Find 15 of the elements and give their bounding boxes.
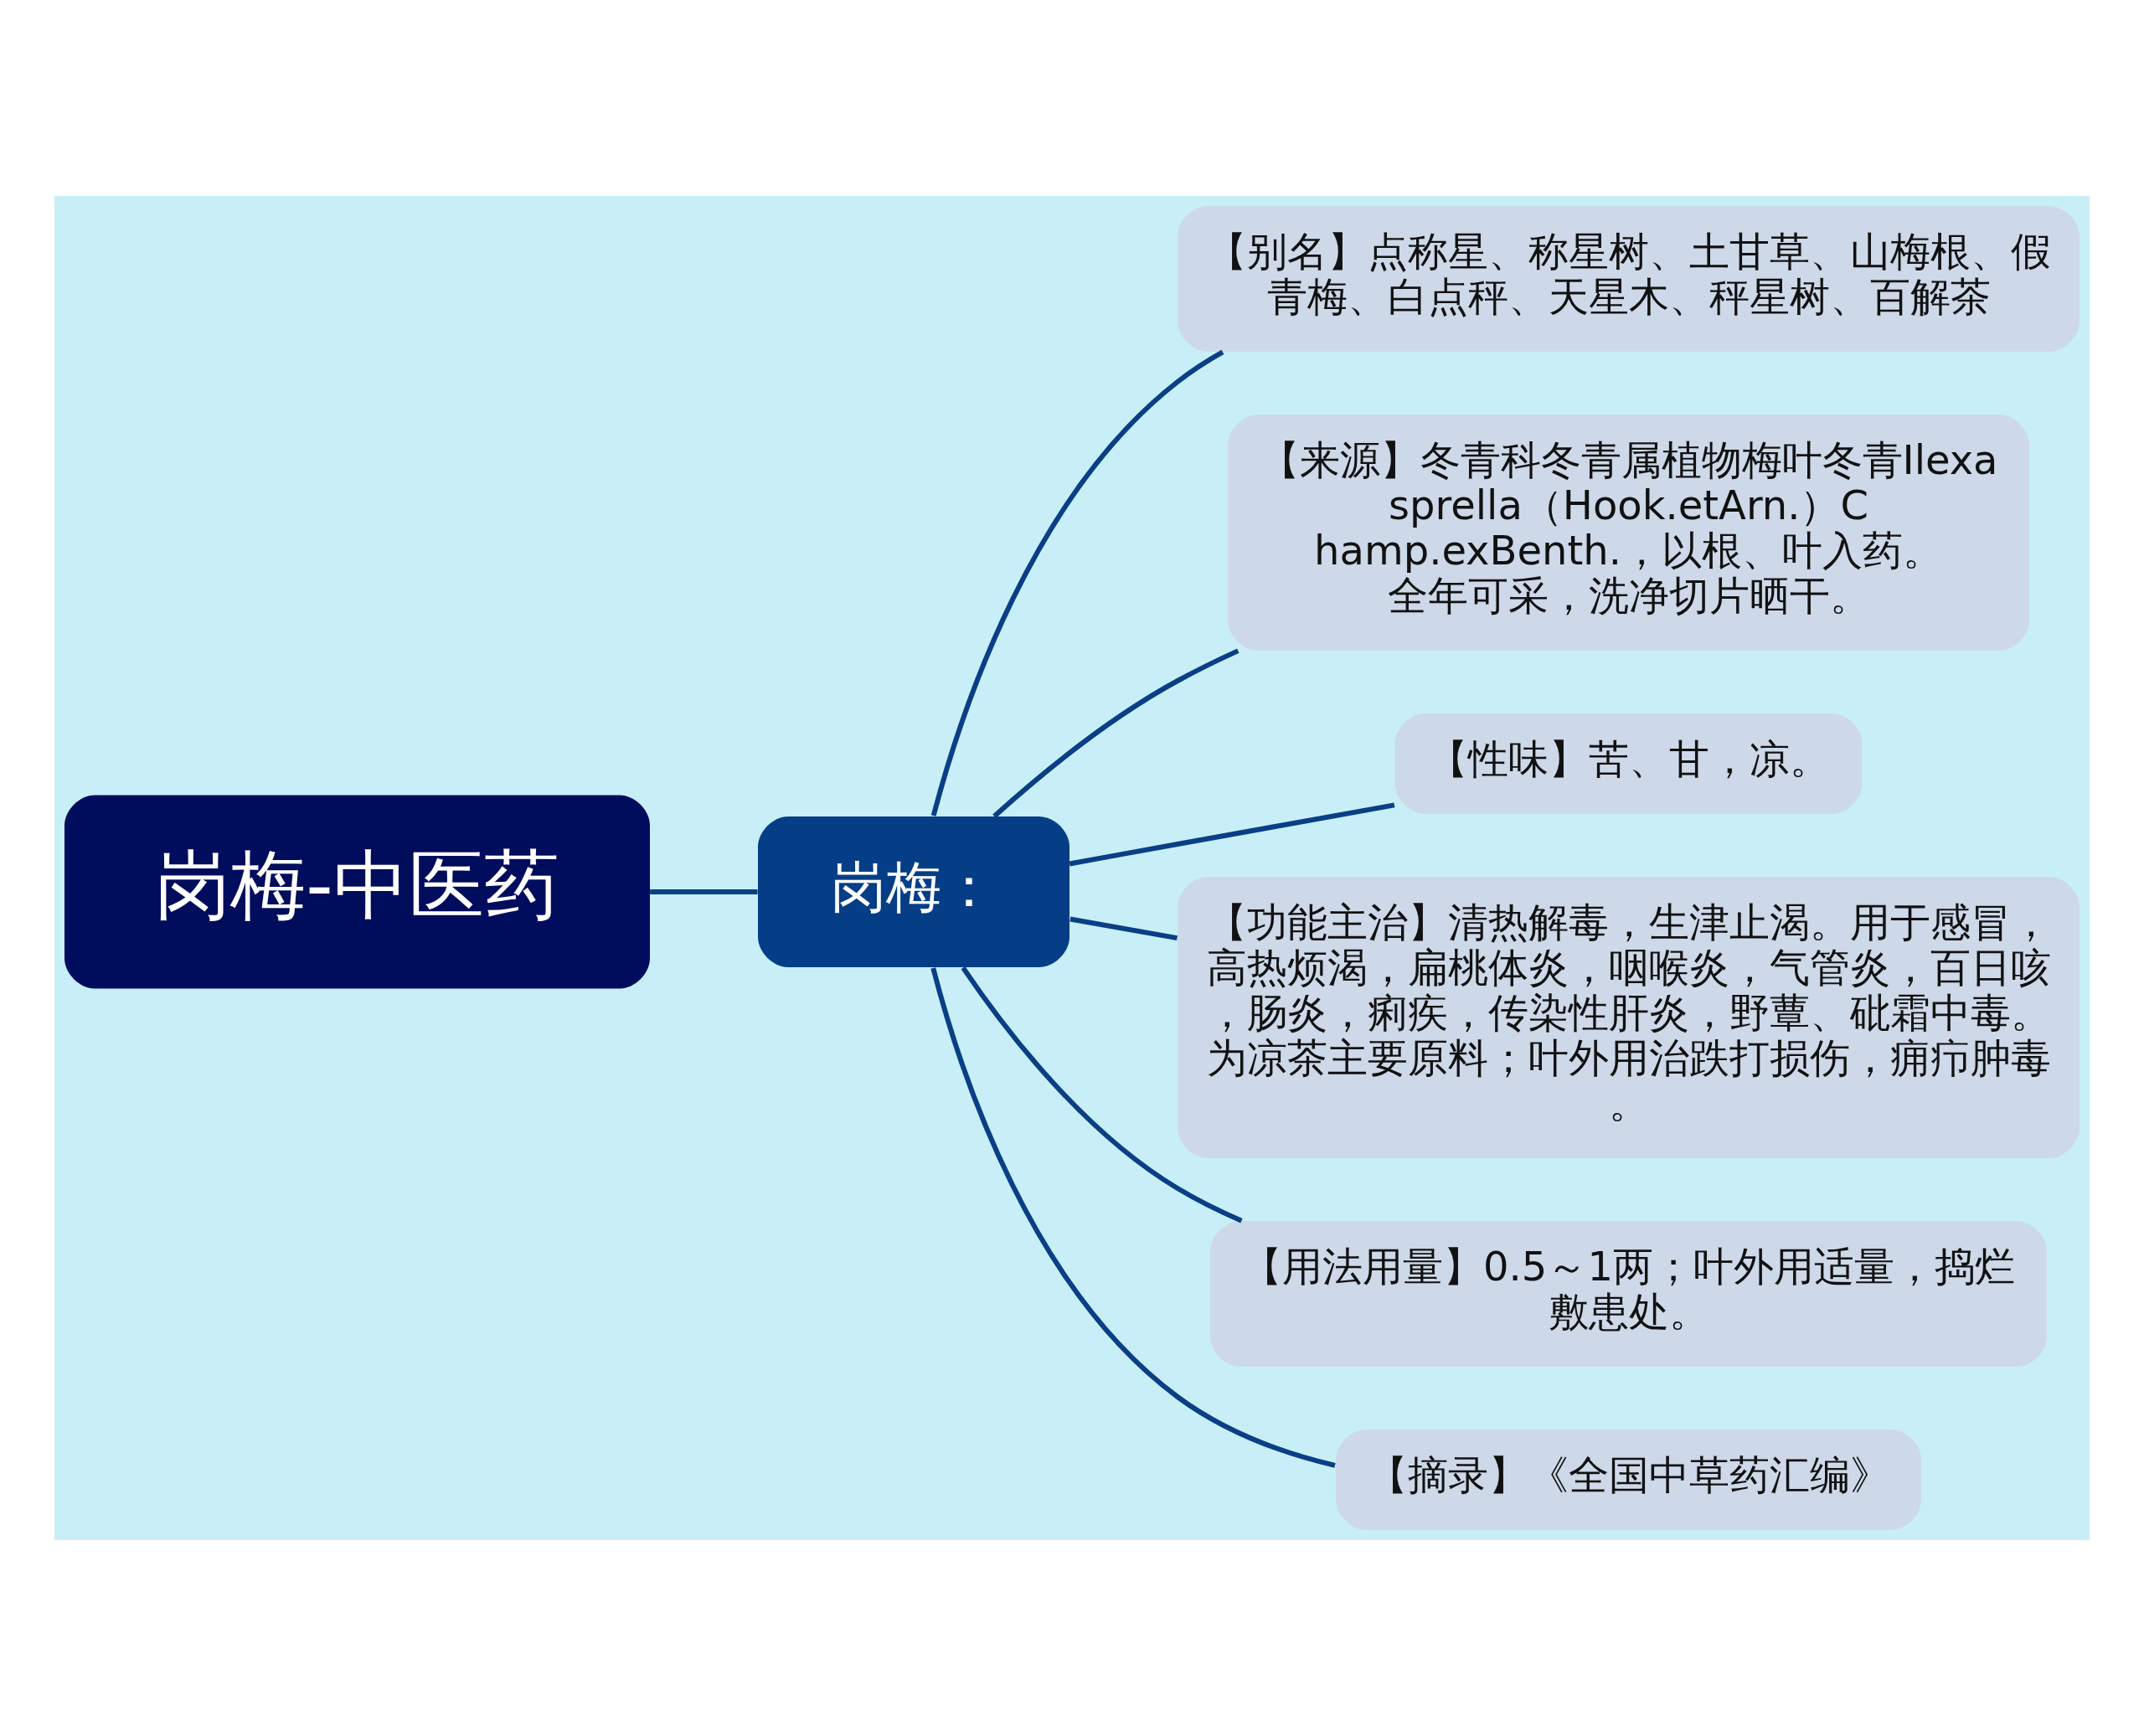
node-box: 【摘录】《全国中草药汇编》 [1336,1429,1921,1530]
connector [930,967,1336,1468]
node-box: 【性味】苦、甘，凉。 [1394,713,1863,814]
connector [1069,802,1395,867]
connector [1069,916,1178,941]
node-box: 【来源】冬青科冬青属植物梅叶冬青Ilexasprella（Hook.etArn.）Champ.exBenth.，以根、叶入药。全年可采，洗净切片晒干。 [1228,415,2029,651]
node-box: 【别名】点称星、称星树、土甘草、山梅根、假青梅、白点秤、天星木、秤星树、百解茶 [1178,206,2080,352]
node-box: 岗梅-中医药 [64,795,650,989]
node-box: 【功能主治】清热解毒，生津止渴。用于感冒，高热烦渴，扁桃体炎，咽喉炎，气管炎，百日咳，肠炎，痢疾，传染性肝炎，野蕈、砒霜中毒。为凉茶主要原料；叶外用治跌打损伤，痈疖肿毒。 [1178,877,2080,1158]
connector [650,889,758,894]
connector [930,349,1224,816]
node-box: 【用法用量】0.5～1两；叶外用适量，捣烂敷患处。 [1210,1221,2047,1367]
connector [961,966,1243,1223]
node-box: 岗梅： [758,816,1069,967]
connector [992,648,1240,818]
